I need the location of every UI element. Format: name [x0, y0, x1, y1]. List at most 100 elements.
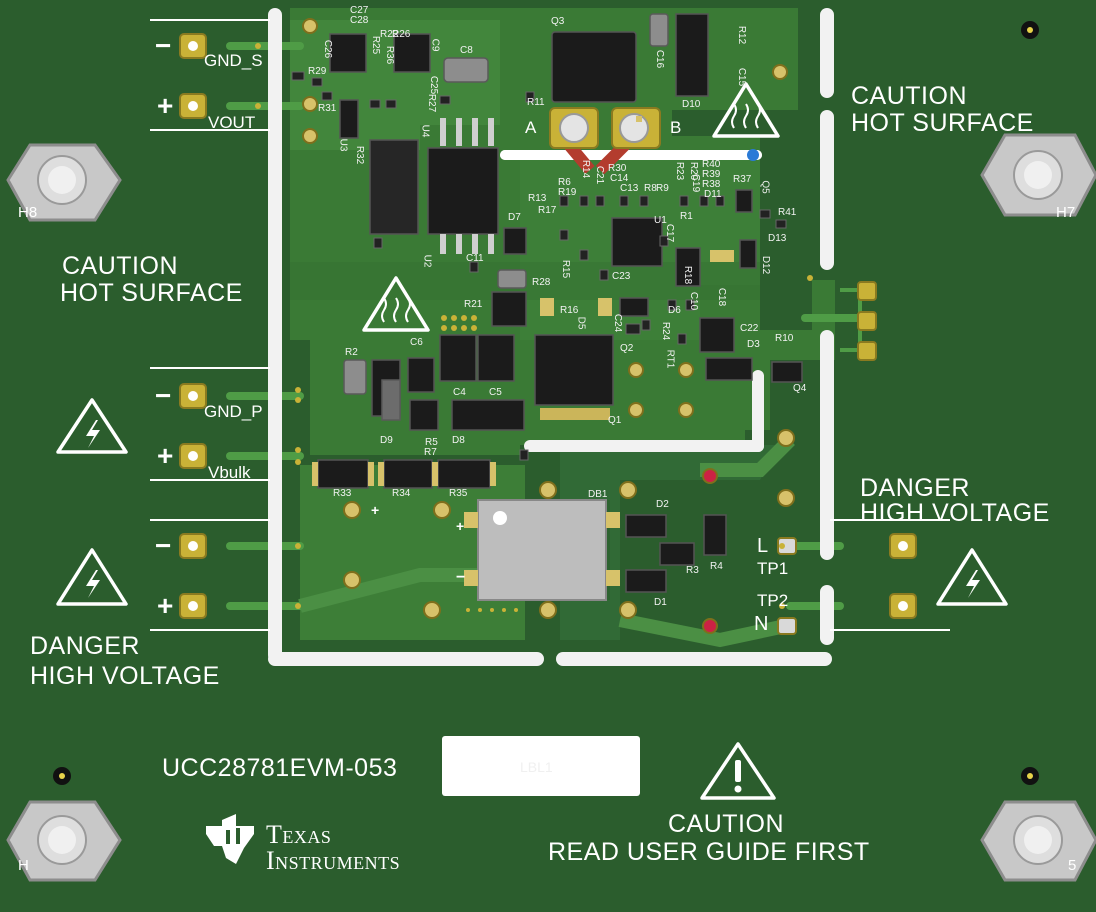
- designator: D1: [654, 597, 667, 608]
- board-name: UCC28781EVM-053: [162, 754, 398, 782]
- high-voltage-left: HIGH VOLTAGE: [30, 662, 220, 690]
- read-user-guide: READ USER GUIDE FIRST: [548, 838, 870, 866]
- designator: C24: [612, 313, 624, 333]
- designator: D5: [575, 316, 587, 330]
- standoff-top-left: [6, 143, 122, 222]
- designator: R16: [560, 305, 579, 316]
- hot-surface-icon: [362, 276, 430, 332]
- designator: U1: [654, 215, 667, 226]
- designator: R32: [354, 145, 366, 165]
- hot-surface-left: HOT SURFACE: [60, 279, 243, 307]
- designator: C26: [322, 39, 334, 59]
- ti-logo-line2: Instruments: [266, 846, 401, 875]
- designator: D11: [704, 189, 722, 200]
- designator: R21: [464, 299, 483, 310]
- designator: R26: [392, 29, 411, 40]
- designator: Q3: [551, 16, 565, 27]
- designator: D7: [508, 212, 521, 223]
- switch-node-pads: [549, 107, 661, 149]
- designator: R30: [608, 163, 627, 174]
- designator: D6: [668, 305, 681, 316]
- standoff-top-right: [980, 133, 1096, 217]
- high-voltage-icon: [56, 398, 128, 454]
- designator: R38: [702, 179, 721, 190]
- designator: R14: [580, 159, 592, 179]
- node-b-label: B: [670, 118, 682, 137]
- neutral-label: N: [754, 613, 769, 635]
- designator: C21: [594, 165, 606, 185]
- designator: R17: [538, 205, 557, 216]
- caution-bottom: CAUTION: [668, 810, 784, 838]
- designator: R3: [686, 565, 699, 576]
- designator: R4: [710, 561, 723, 572]
- designator: R41: [778, 207, 797, 218]
- vout-plus: +: [157, 90, 174, 121]
- isolation-slots: [268, 8, 834, 666]
- designator: C9: [429, 38, 441, 52]
- high-voltage-icon: [56, 548, 128, 606]
- hole-h-bottom-left: H: [18, 857, 29, 874]
- designator: R8: [644, 183, 657, 194]
- designator: R18: [682, 265, 694, 285]
- designator: D2: [656, 499, 669, 510]
- terminal-pads-left: [179, 33, 917, 619]
- designator: R6: [558, 177, 571, 188]
- designator: C22: [740, 323, 759, 334]
- designator: R33: [333, 488, 352, 499]
- designator: R1: [680, 211, 693, 222]
- designator: C19: [690, 173, 702, 193]
- designator: C17: [664, 223, 676, 243]
- ac-in-plus: +: [157, 590, 174, 621]
- standoff-bottom-left: [6, 800, 122, 882]
- hot-surface-top-right: HOT SURFACE: [851, 109, 1034, 137]
- designator: D8: [452, 435, 465, 446]
- designator: R19: [558, 187, 577, 198]
- designator: C27: [350, 5, 369, 16]
- designator: C25: [428, 75, 440, 95]
- designator: R9: [656, 183, 669, 194]
- designator: U3: [337, 138, 349, 152]
- vbulk-plus: +: [157, 440, 174, 471]
- gnd-s-label: GND_S: [204, 51, 263, 70]
- vbulk-label: Vbulk: [208, 463, 251, 482]
- high-voltage-icon: [936, 548, 1008, 606]
- designator: C4: [453, 387, 466, 398]
- connector-right: [857, 281, 877, 361]
- hole-bottom-right: 5: [1068, 857, 1077, 874]
- designator: R11: [527, 97, 545, 108]
- caution-left: CAUTION: [62, 252, 178, 280]
- standoff-bottom-right: [980, 800, 1096, 882]
- label-area: [442, 736, 640, 796]
- danger-left: DANGER: [30, 632, 140, 660]
- gnd-p-label: GND_P: [204, 402, 263, 421]
- hole-h7: H7: [1056, 204, 1076, 221]
- designator: R31: [318, 103, 337, 114]
- caution-top-right: CAUTION: [851, 82, 967, 110]
- designator: D12: [760, 255, 772, 275]
- designator: R27: [426, 93, 438, 113]
- designator: C18: [716, 287, 728, 307]
- high-voltage-right: HIGH VOLTAGE: [860, 499, 1050, 527]
- designator: C11: [466, 253, 484, 264]
- designator: C8: [460, 45, 473, 56]
- designator: R10: [775, 333, 794, 344]
- designator: R5: [425, 437, 438, 448]
- designator: R23: [674, 161, 686, 181]
- node-a-label: A: [525, 118, 537, 137]
- designator: R22: [380, 29, 399, 40]
- designator: C23: [612, 271, 631, 282]
- designator: DB1: [588, 489, 608, 500]
- designator: D10: [682, 99, 701, 110]
- designator: R37: [733, 174, 752, 185]
- warning-icon: [700, 742, 776, 800]
- danger-right: DANGER: [860, 474, 970, 502]
- designator: C10: [688, 291, 700, 311]
- db1-minus-mark: −: [456, 569, 466, 586]
- designator: R36: [384, 45, 396, 65]
- ti-logo-line1: Texas: [266, 820, 332, 849]
- designator: R29: [308, 66, 327, 77]
- bulk-plus-mark: +: [371, 502, 380, 518]
- vout-label: VOUT: [208, 113, 256, 132]
